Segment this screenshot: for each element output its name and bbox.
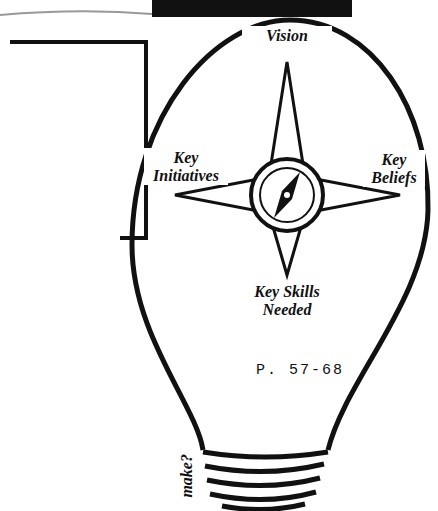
compass-label: Key Skills Needed: [241, 282, 333, 319]
black-bar: [152, 0, 352, 17]
compass-label: Key Beliefs: [363, 150, 425, 187]
divider-line: [0, 11, 152, 15]
compass-icon: [251, 159, 323, 231]
bulb-screw-base: [203, 452, 328, 510]
compass-label: Key Initiatives: [144, 148, 228, 185]
bulb-outline: [132, 20, 428, 450]
panel-bracket: [10, 42, 146, 238]
compass-label: make?: [177, 452, 197, 500]
page-reference: P. 57-68: [254, 362, 346, 381]
compass-label: Vision: [242, 26, 332, 46]
